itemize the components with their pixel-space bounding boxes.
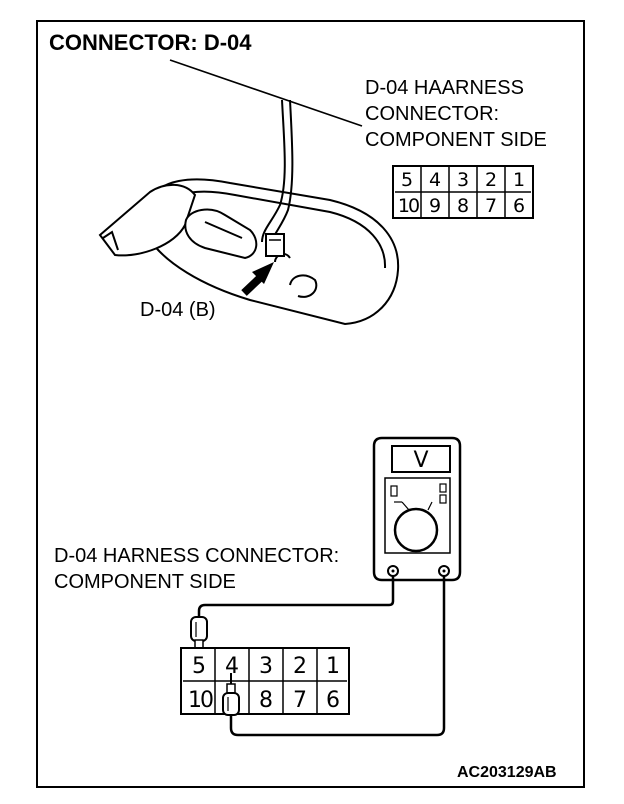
meter-display-value: V [413, 448, 428, 473]
top-connector-face: 5 4 3 2 1 10 9 8 7 6 [392, 165, 534, 219]
pin-label: 1 [326, 654, 340, 679]
pin-label: 3 [259, 654, 273, 679]
pin-label: 10 [398, 195, 419, 217]
bottom-connector-label-line-1: D-04 HARNESS CONNECTOR: [54, 545, 340, 567]
bottom-connector-face: 5 4 3 2 1 10 8 7 6 [180, 647, 350, 715]
pin-label: 8 [457, 195, 469, 217]
pin-label: 8 [259, 688, 273, 713]
top-connector-label-line-3: COMPONENT SIDE [365, 129, 547, 151]
pin-label: 2 [485, 169, 497, 191]
voltmeter: V [372, 436, 462, 582]
selector-dial [393, 507, 439, 553]
pin-label: 2 [293, 654, 307, 679]
leader-line [169, 59, 363, 127]
pin-label: 5 [401, 169, 413, 191]
probe-pin-5 [190, 616, 208, 660]
pin-label: 4 [225, 654, 239, 679]
diagram-frame [36, 20, 585, 788]
test-leads [197, 576, 446, 737]
pin-label: 7 [293, 688, 307, 713]
pin-label: 10 [188, 688, 213, 713]
top-connector-label-line-2: CONNECTOR: [365, 103, 500, 125]
pointer-arrow [241, 262, 274, 296]
meter-display [391, 445, 451, 473]
pin-label: 3 [457, 169, 469, 191]
top-connector-label-line-1: D-04 HAARNESS [365, 77, 524, 99]
harness-connector-plug [265, 233, 285, 257]
mirror-illustration [98, 178, 400, 326]
diagram-title: CONNECTOR: D-04 [49, 30, 252, 55]
pin-label: 5 [192, 654, 206, 679]
probe-pin-4 [222, 673, 240, 716]
connector-location-label: D-04 (B) [140, 299, 216, 321]
pin-label: 6 [326, 688, 340, 713]
pin-label: 6 [513, 195, 525, 217]
bottom-connector-label-line-2: COMPONENT SIDE [54, 571, 236, 593]
figure-id: AC203129AB [457, 764, 557, 781]
pin-label: 9 [429, 195, 441, 217]
pin-label: 7 [485, 195, 497, 217]
harness-wire [261, 99, 294, 257]
pin-label: 1 [513, 169, 525, 191]
pin-label: 4 [429, 169, 441, 191]
